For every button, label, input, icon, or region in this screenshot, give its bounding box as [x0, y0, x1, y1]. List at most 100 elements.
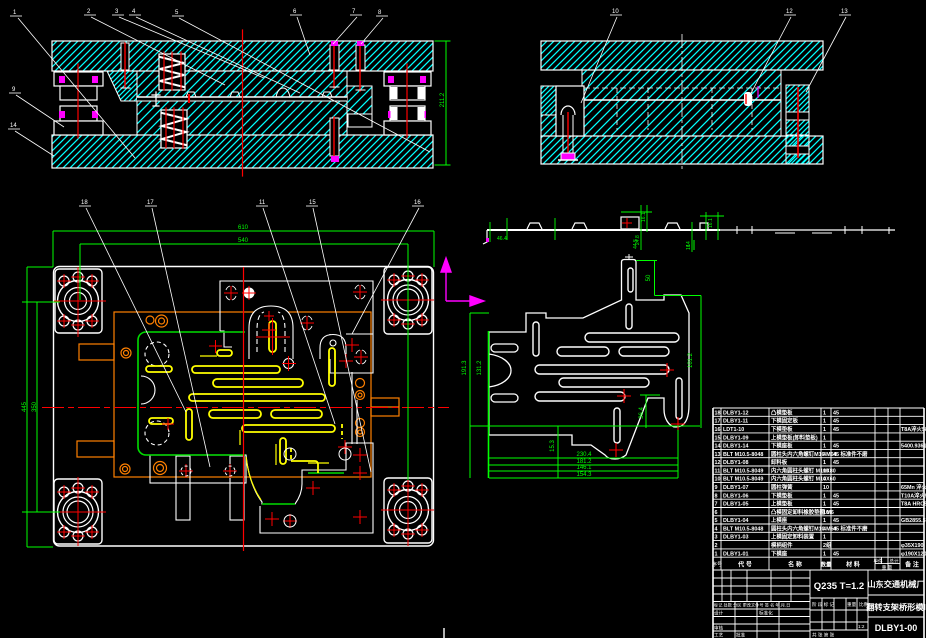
svg-text:上模座: 上模座 [771, 516, 788, 524]
svg-text:3: 3 [115, 9, 119, 15]
svg-text:4: 4 [823, 452, 826, 458]
svg-text:154.3: 154.3 [576, 472, 592, 478]
svg-text:1: 1 [823, 435, 826, 441]
svg-text:24.8: 24.8 [635, 235, 641, 245]
svg-text:1: 1 [823, 427, 826, 433]
svg-text:代 号: 代 号 [737, 561, 752, 569]
svg-text:备 注: 备 注 [904, 561, 919, 569]
svg-text:1: 1 [823, 419, 826, 425]
svg-text:DLBY1-03: DLBY1-03 [723, 535, 748, 541]
svg-text:8: 8 [715, 493, 718, 499]
svg-text:36.4: 36.4 [639, 407, 645, 419]
svg-text:10: 10 [715, 477, 721, 483]
svg-text:45: 45 [833, 419, 839, 425]
svg-text:1: 1 [823, 493, 826, 499]
svg-text:重量: 重量 [847, 601, 857, 608]
svg-text:圆柱头内六角螺钉M10 M64: 圆柱头内六角螺钉M10 M64 [771, 450, 837, 458]
svg-text:内六角圆柱头螺钉 M10X60: 内六角圆柱头螺钉 M10X60 [771, 475, 836, 483]
svg-text:12: 12 [715, 460, 721, 466]
svg-text:1: 1 [823, 460, 826, 466]
svg-text:7: 7 [352, 9, 356, 15]
svg-text:45: 45 [833, 518, 839, 524]
svg-text:GB2855.5: GB2855.5 [901, 518, 926, 524]
svg-text:14: 14 [10, 123, 17, 129]
svg-text:标记 处数 分区 更改文件号 签 名 年.月.日: 标记 处数 分区 更改文件号 签 名 年.月.日 [714, 602, 790, 609]
svg-text:45: 45 [833, 502, 839, 508]
svg-text:1: 1 [823, 518, 826, 524]
svg-text:DLBY1-09: DLBY1-09 [723, 435, 748, 441]
svg-text:总计: 总计 [889, 558, 899, 565]
svg-text:1: 1 [823, 444, 826, 450]
svg-text:模柄组件: 模柄组件 [771, 541, 793, 549]
svg-text:17: 17 [715, 419, 721, 425]
svg-text:DLBY1-01: DLBY1-01 [723, 551, 748, 557]
svg-text:9: 9 [715, 485, 718, 491]
svg-text:上模垫板(卸料垫板): 上模垫板(卸料垫板) [771, 433, 818, 441]
svg-text:610: 610 [238, 225, 249, 231]
svg-text:1: 1 [715, 551, 718, 557]
svg-text:131.2: 131.2 [477, 360, 483, 376]
svg-text:T8A HRC5: T8A HRC5 [901, 502, 926, 508]
svg-text:DLBY1-06: DLBY1-06 [723, 493, 748, 499]
svg-text:1: 1 [823, 551, 826, 557]
svg-text:下模垫板: 下模垫板 [771, 491, 793, 499]
svg-text:φ35X190: φ35X190 [901, 543, 923, 549]
svg-text:T10A淬火5: T10A淬火5 [901, 491, 926, 499]
svg-text:名 称: 名 称 [788, 561, 802, 569]
svg-text:BLT M10.5-8048: BLT M10.5-8048 [723, 452, 763, 458]
svg-text:Q235 T=1.2: Q235 T=1.2 [814, 581, 864, 592]
svg-text:211.2: 211.2 [440, 92, 446, 107]
svg-text:15.3: 15.3 [550, 440, 556, 452]
svg-text:15: 15 [309, 200, 316, 206]
svg-text:4: 4 [715, 526, 718, 532]
svg-text:凸模固定卸料橡胶垫圈 M6: 凸模固定卸料橡胶垫圈 M6 [771, 508, 834, 516]
svg-text:11: 11 [259, 200, 266, 206]
svg-text:3: 3 [715, 535, 718, 541]
svg-text:45 标准件不磨: 45 标准件不磨 [833, 450, 868, 458]
svg-text:批准: 批准 [736, 632, 746, 638]
svg-text:1: 1 [13, 10, 17, 16]
svg-text:下模垫板: 下模垫板 [771, 425, 793, 433]
svg-text:46.4: 46.4 [497, 236, 507, 242]
svg-text:BLT M10.5-8048: BLT M10.5-8048 [723, 526, 763, 532]
svg-text:14: 14 [715, 444, 721, 450]
svg-text:16: 16 [715, 427, 721, 433]
svg-text:序号: 序号 [712, 561, 722, 568]
svg-text:φ190X120: φ190X120 [901, 551, 926, 557]
svg-text:15: 15 [715, 435, 721, 441]
svg-text:2: 2 [87, 9, 91, 15]
svg-text:T8A淬火58: T8A淬火58 [901, 425, 926, 433]
svg-text:5: 5 [715, 518, 718, 524]
svg-text:16.1: 16.1 [708, 218, 714, 228]
svg-text:10: 10 [823, 510, 829, 516]
svg-text:12: 12 [786, 9, 793, 15]
svg-text:16.1: 16.1 [641, 212, 647, 222]
svg-text:DLBY1-00: DLBY1-00 [875, 623, 918, 633]
svg-text:阶 段 标 记: 阶 段 标 记 [812, 601, 835, 608]
svg-text:8: 8 [378, 10, 382, 16]
svg-text:2组: 2组 [823, 541, 832, 549]
svg-text:44.5: 44.5 [633, 239, 639, 249]
svg-text:65Mn 淬火: 65Mn 淬火 [901, 483, 926, 491]
svg-text:13: 13 [841, 9, 848, 15]
svg-text:230.4: 230.4 [576, 452, 592, 458]
svg-text:标准化: 标准化 [759, 610, 773, 617]
svg-text:10: 10 [823, 468, 829, 474]
svg-text:卸料板: 卸料板 [771, 458, 788, 466]
svg-text:工艺: 工艺 [714, 633, 724, 638]
svg-text:4: 4 [823, 526, 826, 532]
svg-text:下模座板: 下模座板 [771, 442, 793, 450]
svg-text:山东交通机械厂: 山东交通机械厂 [867, 579, 924, 589]
svg-text:审核: 审核 [714, 625, 724, 632]
svg-text:材 料: 材 料 [845, 561, 860, 569]
svg-text:10: 10 [823, 485, 829, 491]
svg-text:4: 4 [132, 9, 136, 15]
svg-text:5: 5 [175, 10, 179, 16]
svg-text:比例: 比例 [859, 601, 869, 608]
svg-text:2: 2 [715, 543, 718, 549]
svg-text:DLBY1-12: DLBY1-12 [723, 410, 748, 416]
svg-text:50: 50 [646, 274, 652, 281]
svg-text:445: 445 [22, 401, 28, 412]
svg-text:10: 10 [612, 9, 619, 15]
svg-text:下模座: 下模座 [771, 549, 788, 557]
